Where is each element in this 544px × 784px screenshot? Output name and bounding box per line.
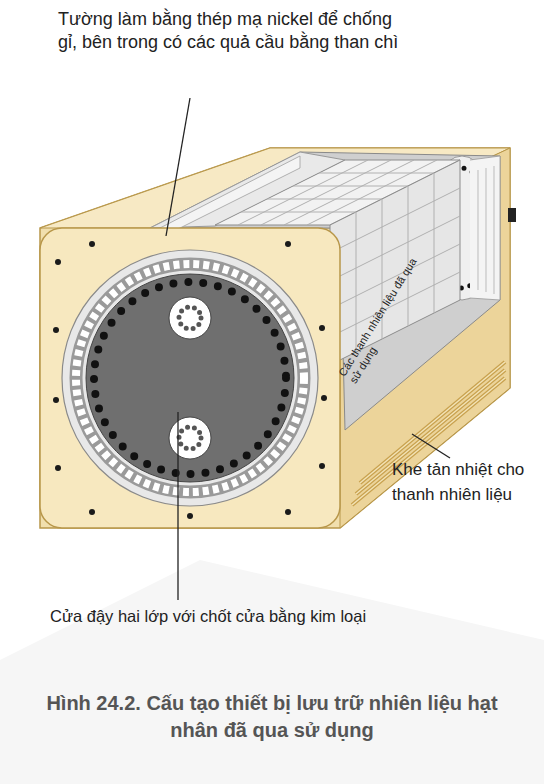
graphite-balls xyxy=(76,264,304,492)
rod-block-side xyxy=(330,160,460,365)
back-knob xyxy=(508,208,516,222)
heat-slot xyxy=(352,362,505,505)
background-shape xyxy=(0,560,544,784)
callout-text: Tường làm bằng thép mạ nickel để chống g… xyxy=(58,8,408,55)
lid-disk xyxy=(86,274,294,482)
callout-text: Cửa đậy hai lớp với chốt cửa bằng kim lo… xyxy=(50,606,520,627)
casing-bolts xyxy=(53,241,327,519)
lid-bolts xyxy=(94,282,286,474)
port-dots xyxy=(179,427,201,449)
rod-grid-top xyxy=(238,160,437,225)
heat-slot-highlight xyxy=(352,362,505,505)
leader-line xyxy=(166,98,190,236)
back-cells xyxy=(470,156,500,300)
front-casing xyxy=(40,228,340,528)
back-cell-lines xyxy=(478,166,494,294)
lid-port xyxy=(169,417,211,459)
graphite-ring xyxy=(76,264,304,492)
port-dots xyxy=(179,307,201,329)
callout-text: Khe tản nhiệt cho thanh nhiên liệu xyxy=(392,458,537,507)
lid-outer-ring xyxy=(62,250,318,506)
figure-caption: Hình 24.2. Cấu tạo thiết bị lưu trữ nhiê… xyxy=(42,690,502,744)
leader-line xyxy=(177,412,178,600)
leader-line xyxy=(412,434,450,458)
lid-port xyxy=(169,297,211,339)
